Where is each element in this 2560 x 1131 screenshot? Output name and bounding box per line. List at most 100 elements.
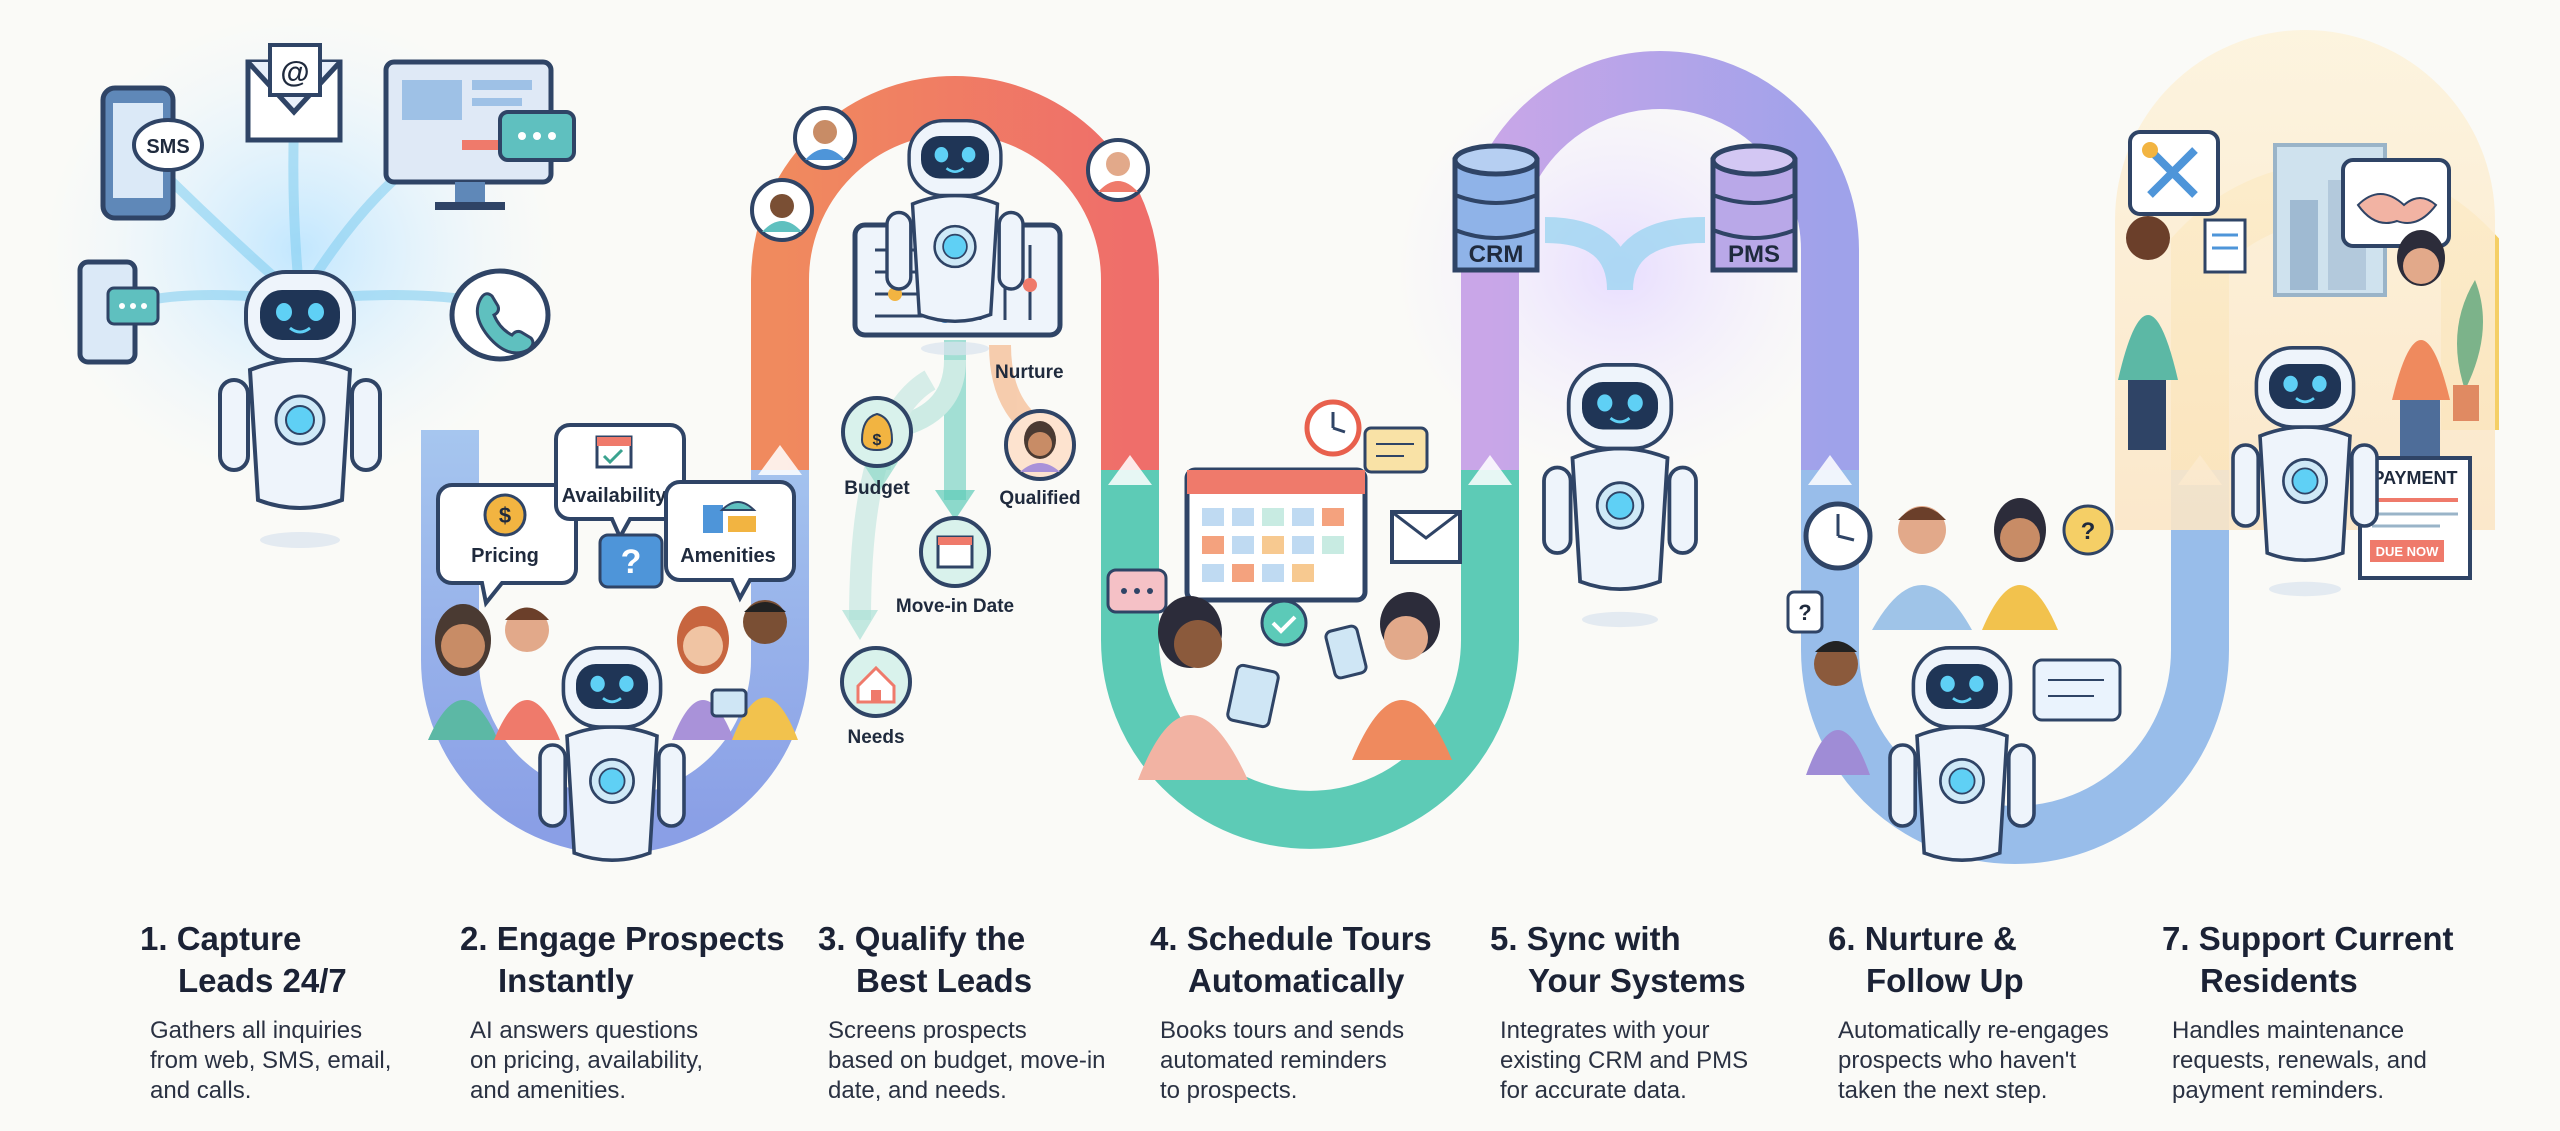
calendar-icon xyxy=(1184,467,1368,603)
robot-icon xyxy=(538,645,686,862)
nurture-label: Nurture xyxy=(995,362,1064,383)
availability-label: Availability xyxy=(562,485,668,507)
avatar-icon xyxy=(750,178,814,242)
phone-icon xyxy=(1324,624,1368,680)
payment-document-icon: PAYMENT DUE NOW xyxy=(2358,456,2472,580)
robots xyxy=(218,118,2379,862)
pms-label: PMS xyxy=(1728,241,1780,268)
step-6: 6. Nurture &Follow Up Automatically re-e… xyxy=(1828,918,2158,1106)
document-icon xyxy=(2203,218,2247,274)
move-in-date-label: Move-in Date xyxy=(896,596,1014,617)
robot-icon xyxy=(1888,645,2036,862)
amenities-bubble: Amenities xyxy=(664,480,796,603)
crm-label: CRM xyxy=(1469,241,1524,268)
avatar-icon xyxy=(1086,138,1150,202)
question-bubble: ? xyxy=(1786,590,1824,634)
alarm-clock-icon xyxy=(1304,399,1362,457)
plant-icon xyxy=(2457,280,2483,390)
chat-bubble-icon xyxy=(1363,426,1429,474)
amenities-label: Amenities xyxy=(680,545,776,567)
question-bubble: ? xyxy=(2062,504,2114,556)
workflow-illustration: SMS @ xyxy=(40,10,2499,864)
question-bubble: ? xyxy=(598,533,664,589)
person-icon xyxy=(1138,596,1280,780)
person-icon xyxy=(494,607,560,740)
email-icon: @ xyxy=(245,43,343,143)
phone-call-icon xyxy=(449,268,551,362)
person-icon xyxy=(2118,216,2178,450)
question-icon: ? xyxy=(621,543,642,581)
budget-node: $ Budget xyxy=(841,396,913,499)
move-in-node: Move-in Date xyxy=(896,516,1014,617)
person-icon xyxy=(2392,230,2450,460)
person-icon xyxy=(1806,641,1870,775)
step6-illustration: ? ? xyxy=(1786,498,2122,775)
pricing-label: Pricing xyxy=(471,545,539,567)
person-icon xyxy=(1982,498,2058,630)
at-label: @ xyxy=(280,56,309,89)
step7-illustration: PAYMENT DUE NOW xyxy=(2118,130,2472,580)
chat-bubble-icon xyxy=(1106,568,1168,614)
ribbon-segment-6 xyxy=(1801,470,2229,864)
chat-bubble-icon xyxy=(2032,658,2122,722)
tools-bubble xyxy=(2128,130,2220,216)
money-bag-icon: $ xyxy=(873,432,882,449)
robot-icon xyxy=(2231,345,2379,597)
tablet-icon xyxy=(710,688,748,718)
crm-database-icon: CRM xyxy=(1452,143,1540,273)
web-monitor-icon xyxy=(383,59,576,210)
avatar-icon xyxy=(793,106,857,170)
person-icon xyxy=(428,604,498,740)
person-icon xyxy=(1324,592,1452,760)
robot-icon xyxy=(885,118,1025,356)
step4-illustration xyxy=(1106,399,1462,780)
person-icon xyxy=(732,600,798,740)
step2-bubbles: $ Pricing Availability ? Amenities xyxy=(436,423,796,608)
dollar-icon: $ xyxy=(499,503,511,528)
person-icon xyxy=(1872,506,1972,630)
check-icon xyxy=(1260,599,1308,647)
needs-node: Needs xyxy=(840,646,912,748)
sms-label: SMS xyxy=(146,136,189,158)
handshake-bubble xyxy=(2341,158,2451,248)
ribbon-segment-4 xyxy=(1101,470,1519,849)
svg-text:?: ? xyxy=(2081,518,2096,545)
tablet-icon xyxy=(1226,663,1280,729)
step2-people xyxy=(428,600,798,740)
email-icon xyxy=(1390,510,1462,564)
payment-label: PAYMENT xyxy=(2372,468,2457,488)
step-title: 6. Nurture &Follow Up xyxy=(1828,920,2024,999)
qualified-label: Qualified xyxy=(999,488,1080,509)
robot-icon xyxy=(218,270,382,548)
chat-device-icon xyxy=(77,259,160,365)
needs-label: Needs xyxy=(847,727,904,748)
phone-icon: SMS xyxy=(100,85,204,221)
clock-icon xyxy=(1803,501,1873,571)
availability-bubble: Availability xyxy=(554,423,686,542)
pms-database-icon: PMS xyxy=(1710,143,1798,273)
svg-text:?: ? xyxy=(1798,600,1811,625)
budget-label: Budget xyxy=(844,478,910,499)
robot-icon xyxy=(1542,362,1698,628)
step5-illustration: CRM PMS xyxy=(1452,143,1798,291)
due-now-label: DUE NOW xyxy=(2376,544,2440,559)
person-icon xyxy=(672,606,734,740)
